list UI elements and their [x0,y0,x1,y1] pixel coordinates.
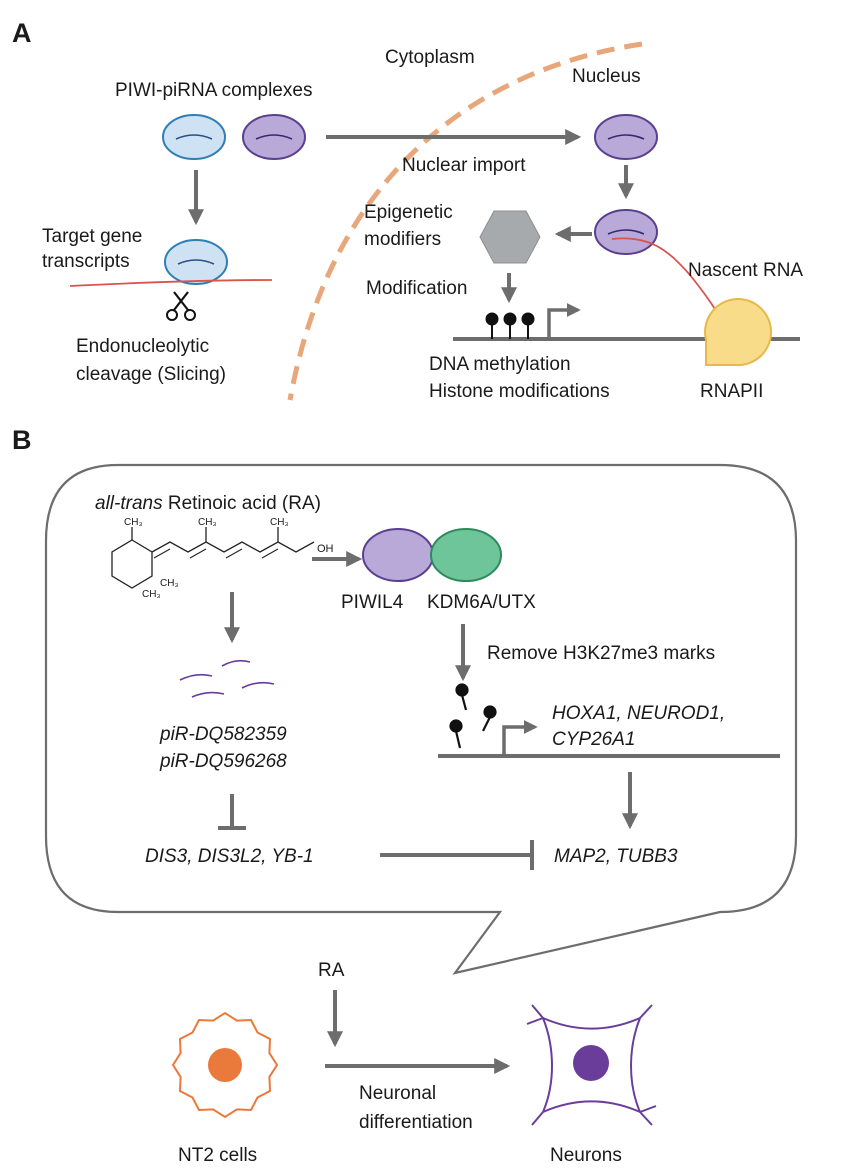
nt2-cell [171,1011,279,1119]
nuclear-membrane [287,41,643,401]
retinoic-acid-title: all-trans Retinoic acid (RA) [95,493,321,514]
dis-genes-label: DIS3, DIS3L2, YB-1 [145,846,314,867]
methyl-mark-icon [485,312,535,339]
modification-label: Modification [366,278,467,299]
promoter-arrow-b [502,720,538,756]
target-gene-label-line2: transcripts [42,251,130,272]
rnapii-label: RNAPII [700,381,763,402]
panel-a-label: A [12,18,32,48]
nuclear-import-label: Nuclear import [402,155,526,176]
target-transcript-line [69,279,273,287]
nt2-label: NT2 cells [178,1145,257,1166]
target-genes-line1: HOXA1, NEUROD1, [552,703,725,724]
ch3-label-4: CH₃ [160,578,179,589]
cytoplasm-label: Cytoplasm [385,47,475,68]
nuclear-piwi-complex-top [594,114,658,160]
piwil4-label: PIWIL4 [341,592,404,613]
piwi-complex-blue [162,114,226,160]
kdm6a-shape [430,528,502,582]
dna-methylation-label: DNA methylation [429,354,571,375]
slicing-label-line1: Endonucleolytic [76,336,209,357]
piwi-complex-slicing [164,239,228,285]
promoter-arrow-icon [547,303,581,339]
epigenetic-modifiers-line2: modifiers [364,229,441,250]
nascent-rna-label: Nascent RNA [688,260,803,281]
retinoic-acid-structure-icon [111,527,315,589]
pir-dq582359-label: piR-DQ582359 [159,724,287,745]
differentiation-line2: differentiation [359,1112,473,1133]
epigenetic-modifiers-line1: Epigenetic [364,202,453,223]
target-genes-line2: CYP26A1 [552,729,635,750]
slicing-label-line2: cleavage (Slicing) [76,364,226,385]
panel-b-label: B [12,425,32,455]
ch3-label-1: CH₃ [124,517,143,528]
ch3-label-5: CH₃ [142,589,161,600]
map-genes-label: MAP2, TUBB3 [554,846,678,867]
piwi-complex-purple [242,114,306,160]
nucleus-label: Nucleus [572,66,641,87]
nuclear-piwi-complex-bound [594,209,658,255]
target-gene-label-line1: Target gene [42,226,142,247]
neuron-cell [526,1004,657,1126]
ch3-label-3: CH₃ [270,517,289,528]
rnapii-icon [704,298,772,367]
pirna-molecules [179,659,275,698]
piwil4-shape [362,528,434,582]
scissors-icon [166,291,196,321]
histone-mod-label: Histone modifications [429,381,610,402]
oh-label: OH [317,543,334,555]
differentiation-line1: Neuronal [359,1083,436,1104]
removed-methyl-marks [449,683,497,749]
remove-marks-label: Remove H3K27me3 marks [487,643,715,664]
epigenetic-modifier-hexagon [479,210,541,264]
ra-bottom-label: RA [318,960,345,981]
callout-bubble [44,463,798,975]
pir-dq596268-label: piR-DQ596268 [159,751,287,772]
neurons-label: Neurons [550,1145,622,1166]
kdm6a-label: KDM6A/UTX [427,592,536,613]
ch3-label-2: CH₃ [198,517,217,528]
piwi-complexes-label: PIWI-piRNA complexes [115,80,312,101]
